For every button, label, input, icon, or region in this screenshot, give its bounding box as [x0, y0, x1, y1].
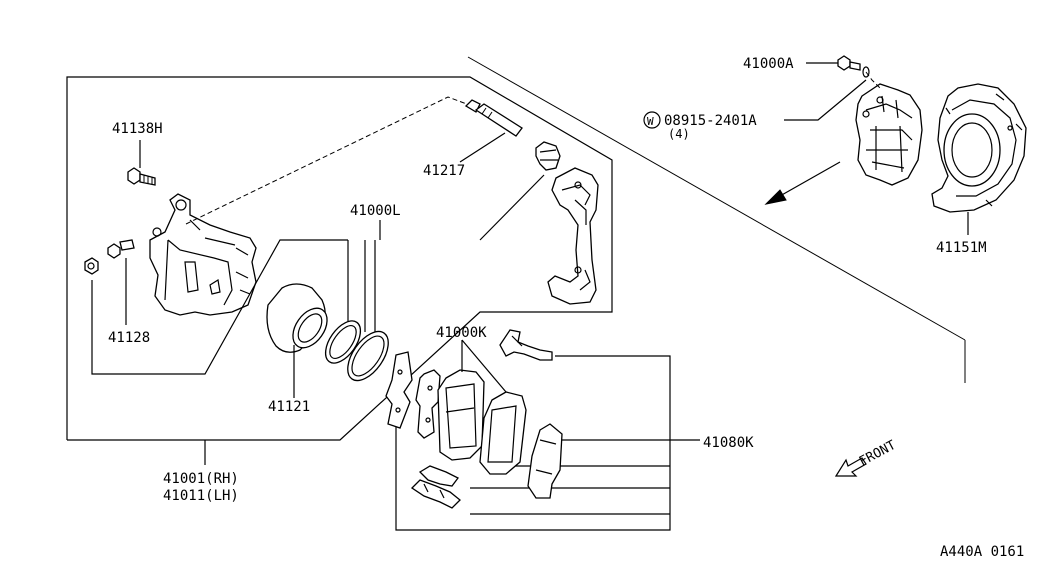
- bolt-41000a: [806, 55, 881, 89]
- diagram-code: A440A 0161: [940, 544, 1024, 560]
- pad-clips: [410, 465, 461, 509]
- pad-kit-frame: [395, 355, 700, 531]
- label-front: FRONT: [857, 438, 899, 470]
- label-41151m: 41151M: [936, 240, 987, 256]
- label-41000l: 41000L: [350, 203, 401, 219]
- label-41000a: 41000A: [743, 56, 794, 72]
- anti-squeal-shim: [527, 423, 563, 499]
- piston-41121: [266, 283, 328, 398]
- dust-shield-41151m: [931, 83, 1027, 235]
- bolt-41138h: [127, 140, 156, 186]
- guide-pin-dashed-line: [185, 96, 473, 225]
- part-labels: 41000A W 08915-2401A (4) 41138H 41217 41…: [108, 56, 1024, 560]
- guide-pin-41217: [459, 99, 523, 163]
- leader-08915: [784, 79, 867, 121]
- label-41011: 41011(LH): [163, 488, 239, 504]
- label-41080k: 41080K: [703, 435, 754, 451]
- label-41128: 41128: [108, 330, 150, 346]
- label-08915-qty: (4): [668, 127, 690, 141]
- pad-retainer-spring: [499, 329, 553, 361]
- label-41001: 41001(RH): [163, 471, 239, 487]
- label-08915: 08915-2401A: [664, 113, 757, 129]
- caliper-assembly-frame: [66, 76, 613, 465]
- label-41217: 41217: [423, 163, 465, 179]
- label-41138h: 41138H: [112, 121, 163, 137]
- caliper-body: [149, 193, 257, 316]
- brake-pads: [437, 339, 527, 475]
- caliper-bracket: [547, 167, 599, 305]
- label-41121: 41121: [268, 399, 310, 415]
- piston-seal-rings: [324, 320, 389, 382]
- caliper-assembly-installed: [855, 83, 923, 186]
- label-41000k: 41000K: [436, 325, 487, 341]
- pad-shims: [385, 351, 441, 439]
- direction-arrow: [764, 161, 841, 205]
- label-line-41000l: [347, 220, 381, 340]
- front-arrow: [834, 457, 867, 477]
- bleeder-41128: [84, 239, 348, 375]
- label-w-mark: W: [647, 115, 654, 128]
- pin-boot: [479, 141, 561, 241]
- reference-line: [467, 56, 966, 383]
